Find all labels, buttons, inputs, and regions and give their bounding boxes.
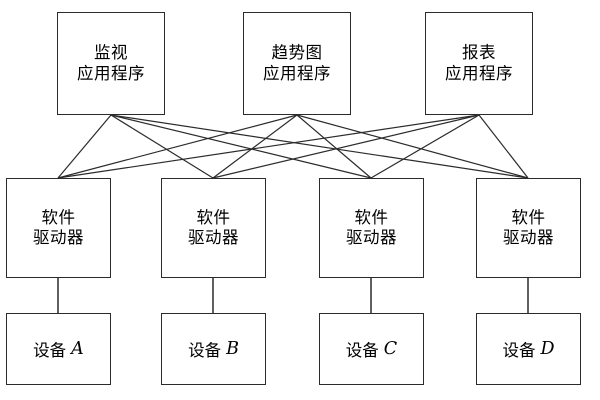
driver-box-c[interactable]: 软件 驱动器: [319, 178, 424, 278]
device-box-a-label: 设备: [33, 341, 67, 360]
driver-box-d-line2: 驱动器: [503, 228, 554, 247]
device-box-d[interactable]: 设备 D: [476, 313, 581, 385]
device-box-c-label: 设备: [345, 341, 379, 360]
driver-box-d-line1: 软件: [511, 207, 546, 227]
connection-line-app-driver: [110, 114, 372, 179]
app-box-trend-line2: 应用程序: [263, 63, 331, 83]
app-to-driver-edges: [57, 114, 529, 179]
app-box-trend[interactable]: 趋势图 应用程序: [243, 12, 351, 115]
app-box-report[interactable]: 报表 应用程序: [425, 12, 533, 115]
device-box-c[interactable]: 设备 C: [319, 313, 424, 385]
connection-line-app-driver: [57, 114, 298, 179]
connection-line-app-driver: [110, 114, 214, 179]
driver-box-d[interactable]: 软件 驱动器: [476, 178, 581, 278]
driver-box-c-line1: 软件: [354, 207, 389, 227]
driver-box-b[interactable]: 软件 驱动器: [161, 178, 266, 278]
driver-box-a-line2: 驱动器: [33, 228, 84, 247]
driver-box-b-line1: 软件: [196, 207, 231, 227]
driver-box-a[interactable]: 软件 驱动器: [6, 178, 111, 278]
connection-line-app-driver: [296, 114, 529, 179]
driver-box-a-line1: 软件: [41, 207, 76, 227]
connection-line-app-driver: [296, 114, 372, 179]
connection-line-app-driver: [110, 114, 529, 179]
device-box-b-letter: B: [226, 339, 239, 359]
driver-box-b-line2: 驱动器: [188, 228, 239, 247]
driver-to-device-edges: [57, 278, 529, 313]
device-box-d-label: 设备: [502, 341, 536, 360]
connection-line-app-driver: [212, 114, 480, 179]
device-box-b[interactable]: 设备 B: [161, 313, 266, 385]
app-box-report-line2: 应用程序: [445, 63, 513, 83]
app-box-report-line1: 报表: [462, 43, 496, 63]
connection-line-app-driver: [57, 114, 480, 179]
app-box-trend-line1: 趋势图: [271, 43, 323, 63]
connection-line-app-driver: [57, 114, 112, 179]
device-box-d-letter: D: [540, 339, 555, 359]
connection-line-app-driver: [478, 114, 529, 179]
connection-line-app-driver: [212, 114, 298, 179]
device-box-a-letter: A: [71, 339, 84, 359]
app-box-monitor-line1: 监视: [94, 43, 128, 63]
driver-box-c-line2: 驱动器: [346, 228, 397, 247]
device-box-b-label: 设备: [188, 341, 222, 360]
connection-line-app-driver: [370, 114, 480, 179]
app-box-monitor-line2: 应用程序: [77, 63, 145, 83]
device-box-a[interactable]: 设备 A: [6, 313, 111, 385]
app-box-monitor[interactable]: 监视 应用程序: [57, 12, 165, 115]
device-box-c-letter: C: [383, 339, 398, 359]
